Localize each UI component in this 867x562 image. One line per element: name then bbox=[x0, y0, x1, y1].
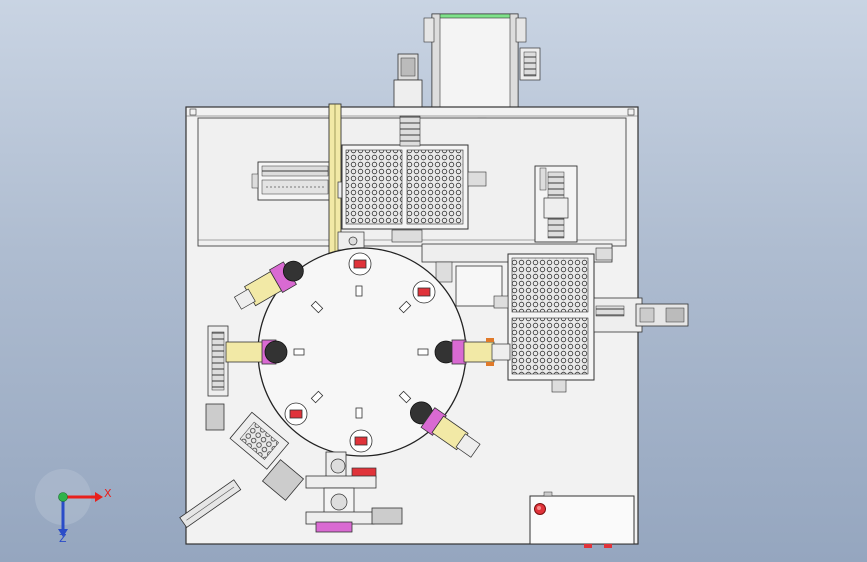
tray-stack-right bbox=[421, 243, 613, 393]
plc-module bbox=[251, 161, 333, 201]
x-axis-label: X bbox=[104, 487, 112, 500]
right-lift-module bbox=[534, 165, 578, 243]
station-arm-left bbox=[205, 325, 288, 431]
rotary-index-table bbox=[257, 247, 467, 457]
station-arm-bottom-right bbox=[409, 401, 481, 458]
tray-stack-top bbox=[341, 115, 487, 243]
emergency-stop-icon[interactable] bbox=[534, 503, 546, 515]
station-module-bottom-left bbox=[179, 411, 305, 529]
top-feeder-conveyor bbox=[423, 13, 541, 109]
station-arm-top-left bbox=[233, 260, 304, 310]
coordinate-triad-icon bbox=[35, 469, 103, 537]
control-box bbox=[529, 491, 635, 548]
z-axis-label: Z bbox=[59, 532, 67, 545]
top-servo-motor bbox=[393, 53, 423, 109]
station-module-bottom bbox=[305, 451, 403, 533]
right-cylinder-actuator bbox=[593, 297, 689, 333]
station-arm-right bbox=[434, 338, 511, 366]
